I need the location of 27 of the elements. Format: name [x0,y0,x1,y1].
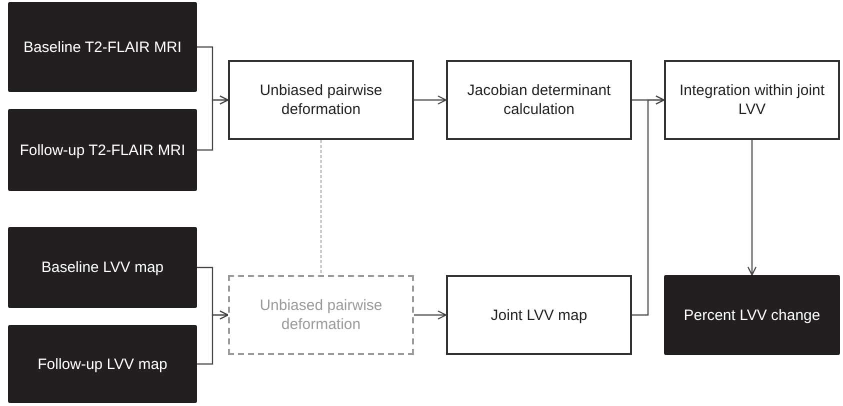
arrow [414,95,447,105]
process-box [446,275,632,355]
process-box [228,60,414,140]
dashed-connector [320,140,322,275]
arrow [197,95,229,151]
process-box [446,60,632,140]
arrow [414,310,447,320]
box-label: Baseline T2-FLAIR MRI [23,38,182,56]
input-box [8,2,197,92]
box-label: Jacobian determinant calculation [466,81,612,119]
arrow [197,310,229,365]
box-label: Follow-up LVV map [38,354,168,374]
box-label: Joint LVV map [490,306,588,324]
arrow [632,95,665,316]
box-label: Follow-up T2-FLAIR MRI [20,140,186,160]
process-box [664,60,840,140]
arrow [747,140,757,276]
box-label: Integration within joint LVV [678,81,826,119]
process-box [228,275,414,355]
input-box [8,325,197,403]
box-label: Unbiased pairwise deformation [258,296,384,334]
input-box [664,275,840,355]
box-label: Baseline LVV map [41,258,164,277]
box-label: Unbiased pairwise deformation [258,81,384,119]
input-box [8,227,197,308]
input-box [8,109,197,191]
box-label: Percent LVV change [684,306,820,324]
